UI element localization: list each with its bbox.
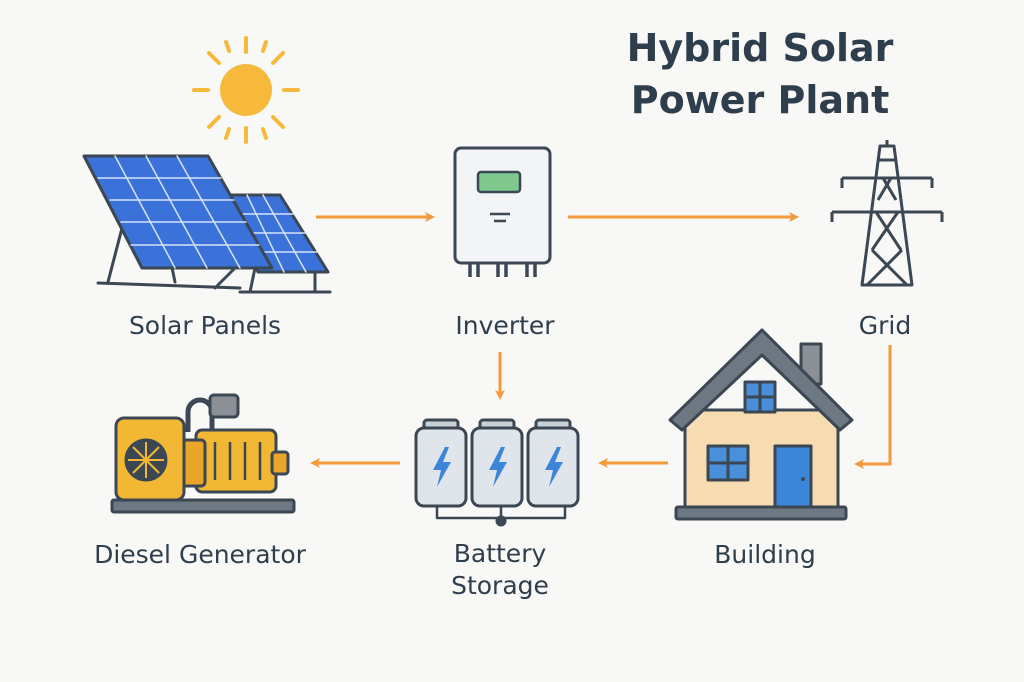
label-building: Building [714, 540, 816, 569]
label-inverter: Inverter [455, 311, 555, 340]
label-battery-storage: Battery Storage [410, 538, 590, 602]
label-grid: Grid [858, 311, 912, 340]
label-diesel-generator: Diesel Generator [94, 540, 306, 569]
label-solar-panels: Solar Panels [128, 311, 282, 340]
diagram-title: Hybrid Solar Power Plant [600, 22, 920, 126]
title-line-1: Hybrid Solar [626, 26, 894, 70]
flow-arrows [310, 212, 892, 469]
power-tower-icon [830, 140, 944, 287]
arrow-grid-to-building [854, 345, 892, 469]
label-battery-line-1: Battery [453, 539, 547, 568]
label-battery-line-2: Storage [451, 571, 549, 600]
house-icon [668, 328, 854, 521]
sun-icon [192, 36, 300, 144]
inverter-icon [453, 146, 552, 277]
title-line-2: Power Plant [630, 78, 890, 122]
solar-panel-icon [82, 154, 332, 294]
battery-icon [414, 418, 580, 527]
generator-icon [110, 393, 296, 514]
